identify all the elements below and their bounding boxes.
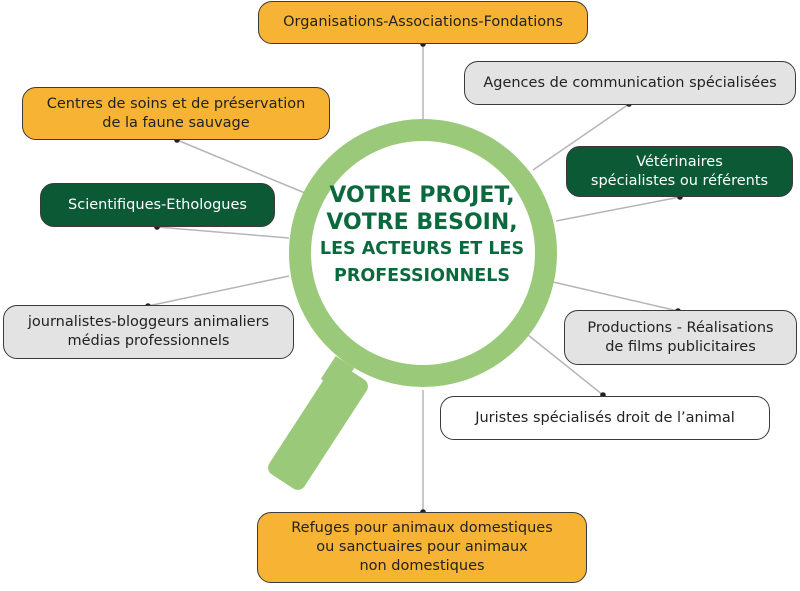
connector-veterinaires <box>555 196 681 222</box>
node-productions: Productions - Réalisations de films publ… <box>564 310 797 365</box>
node-juristes: Juristes spécialisés droit de l’animal <box>440 396 770 440</box>
connector-scientifiques <box>156 226 290 239</box>
magnifier-lens <box>289 119 557 387</box>
center-line-4: PROFESSIONNELS <box>334 266 510 286</box>
magnifier-handle <box>268 364 368 490</box>
connector-lines <box>147 44 681 512</box>
magnifier-icon <box>268 119 557 490</box>
connector-productions <box>552 281 679 312</box>
node-scientifiques: Scientifiques-Ethologues <box>40 183 275 227</box>
node-journalistes: journalistes-bloggeurs animaliers médias… <box>3 305 294 359</box>
center-title: VOTRE PROJET, VOTRE BESOIN, LES ACTEURS … <box>307 182 537 290</box>
center-line-3: LES ACTEURS ET LES <box>319 239 525 259</box>
node-veterinaires: Vétérinaires spécialistes ou référents <box>566 146 793 197</box>
connector-journalistes <box>147 275 290 307</box>
connector-agences <box>532 103 630 171</box>
connector-centres <box>176 139 306 194</box>
node-organisations: Organisations-Associations-Fondations <box>258 1 588 44</box>
node-agences: Agences de communication spécialisées <box>464 61 796 105</box>
node-centres: Centres de soins et de préservation de l… <box>22 87 330 140</box>
center-line-1: VOTRE PROJET, <box>329 183 515 208</box>
node-refuges: Refuges pour animaux domestiques ou sanc… <box>257 512 587 583</box>
connector-juristes <box>527 334 604 396</box>
center-line-2: VOTRE BESOIN, <box>326 210 518 235</box>
